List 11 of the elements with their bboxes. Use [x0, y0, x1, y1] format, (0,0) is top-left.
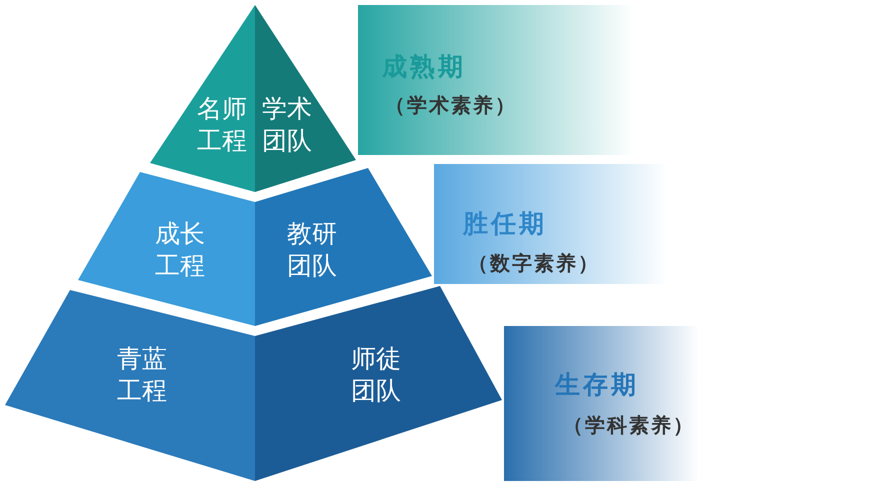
stage-subtitle: （学科素养） — [563, 412, 695, 439]
face-label: 教研团队 — [286, 218, 338, 282]
face-label: 成长工程 — [154, 218, 206, 282]
stage-subtitle: （数字素养） — [468, 250, 600, 277]
face-label: 学术团队 — [261, 93, 313, 157]
stage-title: 生存期 — [555, 369, 639, 401]
stage-subtitle: （学术素养） — [385, 92, 517, 119]
face-label: 师徒团队 — [350, 343, 402, 407]
face-label: 名师工程 — [196, 93, 248, 157]
stage-title: 胜任期 — [463, 208, 547, 240]
face-label: 青蓝工程 — [116, 343, 168, 407]
